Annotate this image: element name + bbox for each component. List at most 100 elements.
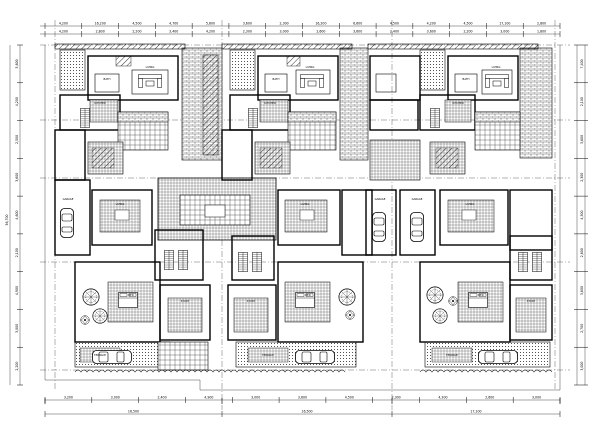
bottom-dimension-labels-row2: 16,500 16,500 17,100 (44, 410, 561, 417)
room-label: STUDY (527, 299, 536, 303)
room-label: BED (478, 293, 483, 297)
left-dim-label: 5,600 (15, 59, 19, 68)
room-label: KITCHEN (452, 101, 463, 105)
hedge-rows (74, 369, 553, 373)
left-dimension-labels: 5,6004,2002,5003,6004,6002,1004,9003,000… (15, 44, 23, 386)
top-dim-label-1: 4,200 (427, 22, 436, 26)
top-dim-label-2: 2,400 (390, 30, 399, 34)
room-label: STUDY (247, 299, 256, 303)
room-labels: LIVING BATH KITCHEN LIVING BED STUDY GARAGE LIV… (63, 65, 536, 357)
room-label: BATH (273, 77, 280, 81)
room-label: BED (305, 293, 310, 297)
top-dim-label-2: 3,400 (169, 30, 178, 34)
bottom-dim-label-1: 4,300 (438, 396, 447, 400)
central-paving-band-left (181, 47, 223, 161)
left-dim-label: 4,900 (15, 286, 19, 295)
right-dim-label: 4,300 (580, 210, 584, 219)
right-dim-label: 3,000 (580, 362, 584, 371)
top-dim-label-1: 4,500 (132, 22, 141, 26)
top-dim-label-2: 3,600 (353, 30, 362, 34)
bottom-dim-label-1: 2,400 (157, 396, 166, 400)
room-label: TERRACE (446, 353, 458, 357)
bottom-dim-label-1: 2,600 (485, 396, 494, 400)
room-label: GARAGE (375, 197, 386, 201)
top-dimension-labels-row1: 4,200 16,200 4,500 4,700 5,600 3,600 2,300 16,2… (44, 22, 561, 29)
left-dim-label: 2,100 (15, 248, 19, 257)
top-dim-label-2: 1,800 (537, 30, 546, 34)
room-label: TERRACE (94, 353, 106, 357)
bottom-dim-label-1: 4,900 (204, 396, 213, 400)
right-dim-label: 2,300 (580, 173, 584, 182)
bottom-dim-label-1: 3,000 (111, 396, 120, 400)
top-dim-label-1: 2,800 (537, 22, 546, 26)
unit-a (54, 43, 211, 371)
top-dim-label-2: 2,800 (96, 30, 105, 34)
top-dim-label-1: 5,600 (206, 22, 215, 26)
bottom-dim-label-2: 16,500 (128, 410, 139, 414)
unit-c (365, 43, 553, 368)
right-dim-label: 3,600 (580, 286, 584, 295)
bottom-dim-label-1: 3,000 (532, 396, 541, 400)
top-dim-label-1: 17,100 (499, 22, 510, 26)
room-label: GARAGE (63, 197, 74, 201)
left-dim-label: 2,200 (15, 362, 19, 371)
room-label: LIVING (116, 202, 125, 206)
central-paving-band-far-right (519, 47, 553, 159)
left-dimension-lines (9, 45, 21, 385)
top-dim-label-1: 3,600 (243, 22, 252, 26)
room-label: GARAGE (412, 197, 423, 201)
bottom-dim-label-2: 17,100 (470, 410, 481, 414)
top-dim-label-1: 6,600 (353, 22, 362, 26)
bottom-dim-label-1: 3,600 (298, 396, 307, 400)
top-dim-label-1: 4,200 (59, 22, 68, 26)
top-dim-label-1: 4,500 (463, 22, 472, 26)
right-dim-label: 2,100 (580, 97, 584, 106)
room-label: KITCHEN (264, 101, 275, 105)
top-dim-label-2: 2,200 (132, 30, 141, 34)
central-paving-band-right (339, 47, 369, 161)
top-dim-label-1: 4,500 (390, 22, 399, 26)
top-dim-label-1: 16,200 (315, 22, 326, 26)
top-dim-label-1: 2,300 (280, 22, 289, 26)
bottom-dim-label-1: 3,000 (251, 396, 260, 400)
top-dim-label-2: 2,200 (463, 30, 472, 34)
top-dim-label-2: 2,300 (243, 30, 252, 34)
site-boundary (44, 45, 561, 404)
left-dim-label: 4,600 (15, 210, 19, 219)
left-dim-label: 2,500 (15, 135, 19, 144)
room-label: LIVING (306, 65, 315, 69)
left-total-dimension: 36,700 (5, 214, 9, 225)
room-label: KITCHEN (94, 101, 105, 105)
room-label: LIVING (466, 202, 475, 206)
room-label: BATH (104, 77, 111, 81)
bottom-dim-label-2: 16,500 (301, 410, 312, 414)
bottom-dim-label-1: 2,300 (392, 396, 401, 400)
right-dim-label: 7,400 (580, 59, 584, 68)
bottom-dimension-lines (45, 399, 560, 415)
bottom-dim-label-1: 3,200 (64, 396, 73, 400)
right-dimension-labels: 7,4002,1003,6002,3004,3002,6003,6002,700… (574, 44, 588, 386)
top-dim-label-2: 3,600 (427, 30, 436, 34)
room-label: LIVING (492, 65, 501, 69)
room-label: BATH (463, 77, 470, 81)
room-label: STUDY (181, 299, 190, 303)
top-dim-label-2: 3,000 (500, 30, 509, 34)
top-dim-label-1: 16,200 (95, 22, 106, 26)
left-dim-label: 3,600 (15, 173, 19, 182)
right-dim-label: 3,600 (580, 135, 584, 144)
top-dim-label-1: 4,700 (169, 22, 178, 26)
room-label: TERRACE (262, 353, 274, 357)
room-label: BED (128, 293, 133, 297)
left-dim-label: 4,200 (15, 97, 19, 106)
unit-b (221, 43, 373, 368)
right-dimension-lines (576, 45, 586, 385)
room-label: LIVING (301, 202, 310, 206)
top-dimension-lines (40, 25, 560, 35)
top-dim-label-2: 2,600 (316, 30, 325, 34)
room-label: LIVING (146, 65, 155, 69)
top-dim-label-2: 3,000 (280, 30, 289, 34)
right-dim-label: 2,700 (580, 324, 584, 333)
